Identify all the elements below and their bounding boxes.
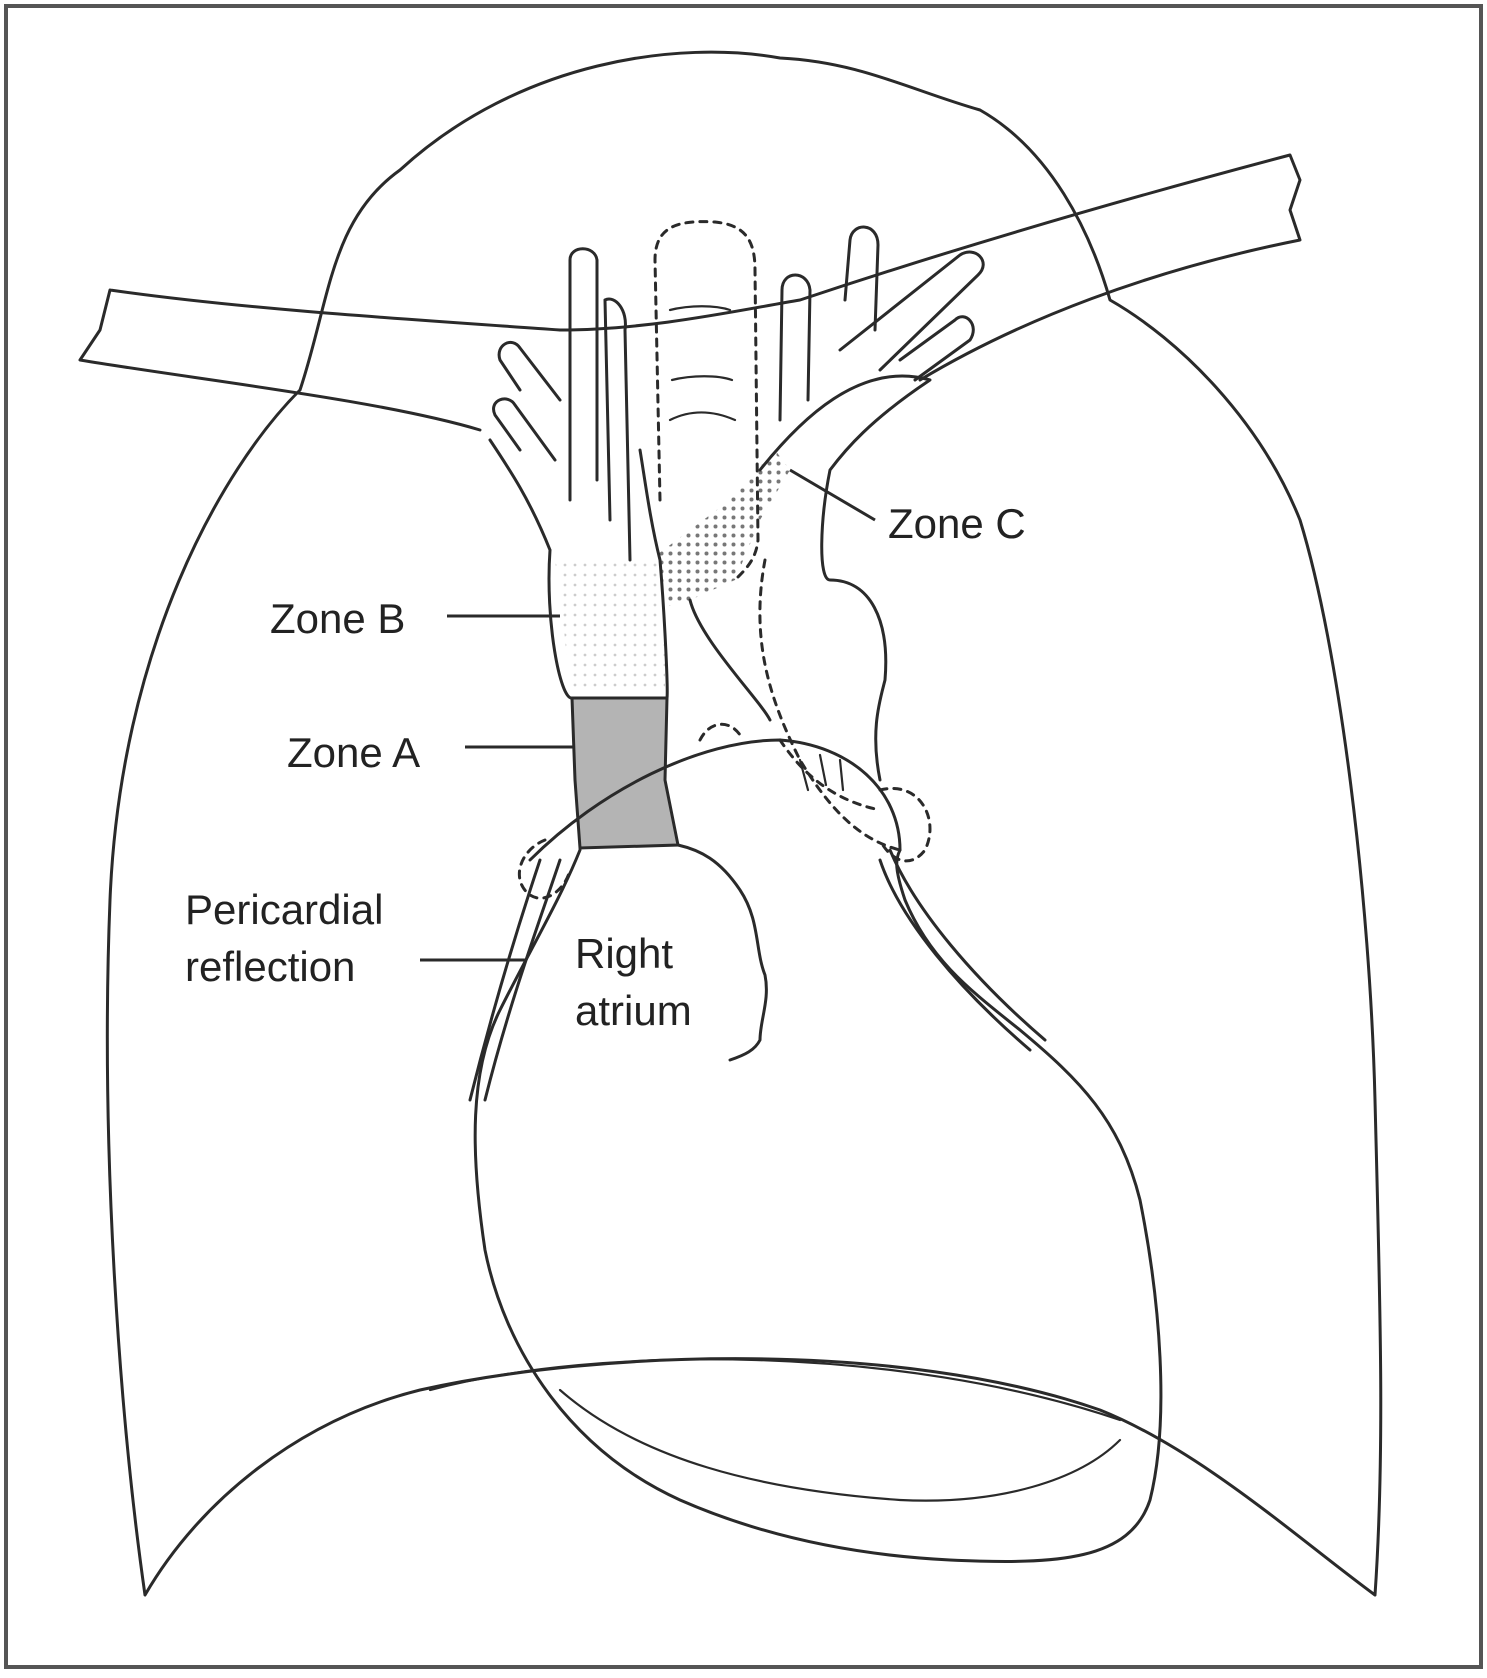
trachea-dashed (653, 220, 760, 582)
aortic-arch (688, 374, 932, 782)
right-atrium-border (676, 843, 768, 1062)
label-right-atrium-line1: Right (575, 930, 673, 977)
thorax-outline (105, 50, 1383, 1597)
zone-c-leader (789, 468, 876, 522)
zone-c-region (650, 450, 790, 610)
left-clavicle (558, 153, 1302, 382)
left-pericardial-line (878, 848, 1047, 1052)
label-zone-c: Zone C (888, 500, 1026, 547)
figure-frame (4, 4, 1483, 1669)
pericardial-reflection-line (468, 858, 562, 1102)
descending-aorta-dashed (758, 558, 902, 852)
zone-a-region (570, 696, 680, 850)
heart-outline (473, 848, 1163, 1563)
left-carotid-vessel (778, 225, 880, 422)
right-clavicle (78, 288, 562, 432)
label-right-atrium-line2: atrium (575, 987, 692, 1034)
superior-vena-cava (488, 438, 669, 700)
left-subclavian-vessel (838, 250, 985, 382)
pericardium-line (528, 738, 902, 862)
label-zone-a: Zone A (287, 729, 420, 776)
label-zone-b: Zone B (270, 595, 405, 642)
label-pericardial-line1: Pericardial (185, 886, 383, 933)
inferior-heart-line (558, 1388, 1122, 1502)
pulmonary-artery-marks (798, 753, 845, 792)
tracheal-rings (668, 305, 737, 422)
diaphragm-line (428, 1358, 1122, 1422)
pericardial-top-dashed (698, 722, 742, 742)
zone-b-region (555, 560, 665, 690)
right-subclavian-vessel (492, 341, 562, 462)
right-jugular-vessel (568, 247, 599, 502)
brachiocephalic-right (603, 297, 632, 562)
label-pericardial-line2: reflection (185, 943, 355, 990)
